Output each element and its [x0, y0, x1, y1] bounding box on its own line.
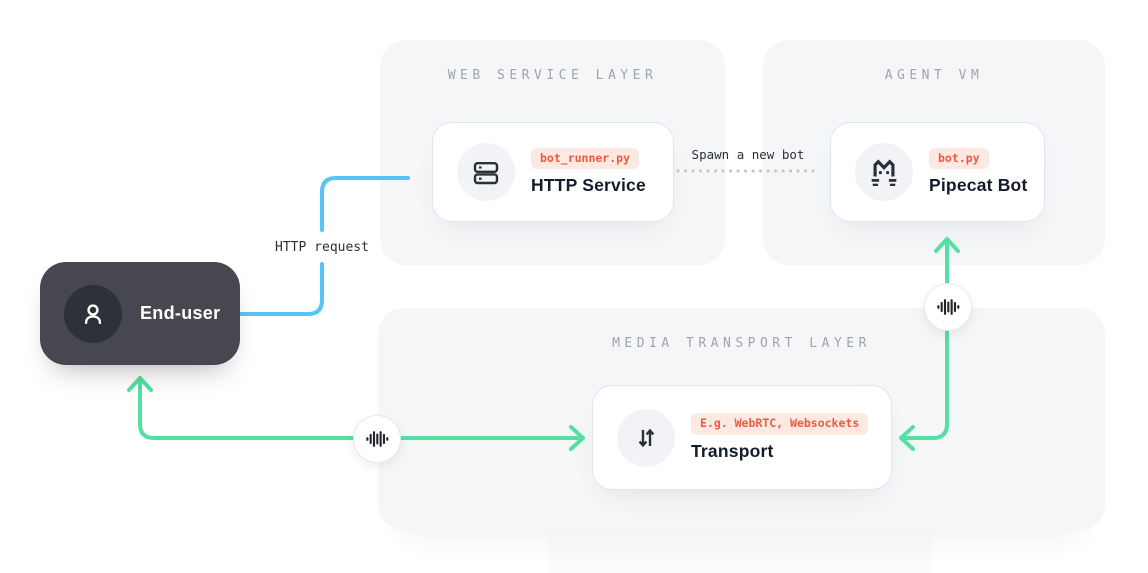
http-request-label: HTTP request	[275, 240, 369, 255]
card-title-pipecat-bot: Pipecat Bot	[929, 175, 1028, 196]
card-pipecat-bot: bot.py Pipecat Bot	[830, 122, 1045, 222]
badge-bot-py: bot.py	[929, 147, 989, 170]
panel-title-web-service-layer: WEB SERVICE LAYER	[447, 68, 658, 83]
person-icon	[64, 284, 122, 343]
panel-title-agent-vm: AGENT VM	[884, 68, 984, 83]
card-http-service: bot_runner.py HTTP Service	[432, 122, 674, 222]
card-title-transport: Transport	[691, 440, 774, 461]
spawn-new-bot-label: Spawn a new bot	[691, 147, 805, 162]
background-band	[548, 530, 932, 573]
transport-up-down-arrows-icon	[617, 408, 675, 467]
card-title-http-service: HTTP Service	[531, 175, 646, 196]
badge-bot-runner: bot_runner.py	[531, 147, 640, 170]
pipecat-cat-icon	[855, 143, 913, 201]
audio-waveform-icon	[924, 283, 972, 331]
card-transport: E.g. WebRTC, Websockets Transport	[592, 385, 892, 490]
panel-title-media-transport-layer: MEDIA TRANSPORT LAYER	[612, 336, 871, 351]
badge-webrtc-websockets: E.g. WebRTC, Websockets	[691, 413, 869, 435]
audio-waveform-icon	[353, 415, 401, 463]
end-user-label: End-user	[140, 303, 221, 323]
end-user-box: End-user	[40, 262, 240, 365]
server-icon	[457, 143, 515, 201]
